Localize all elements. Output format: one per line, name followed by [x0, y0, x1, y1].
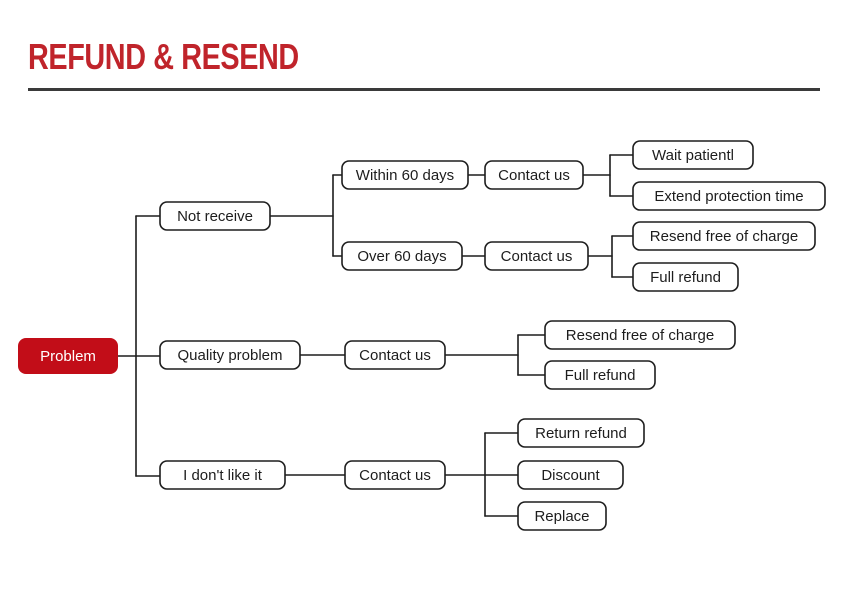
node-box[interactable]: Not receive: [159, 201, 271, 231]
node-shape: [632, 221, 816, 251]
node-box[interactable]: Contact us: [344, 460, 446, 490]
node-label: Quality problem: [177, 347, 282, 364]
node-label: Problem: [40, 348, 96, 365]
node-shape: [544, 320, 736, 350]
node-box[interactable]: Extend protection time: [632, 181, 826, 211]
node-shape: [517, 418, 645, 448]
node-label: Return refund: [535, 425, 627, 442]
node-label: Replace: [534, 508, 589, 525]
node-shape: [344, 340, 446, 370]
node-box[interactable]: Resend free of charge: [544, 320, 736, 350]
node-box[interactable]: Return refund: [517, 418, 645, 448]
node-shape: [517, 501, 607, 531]
node-label: Full refund: [650, 269, 721, 286]
node-box[interactable]: Within 60 days: [341, 160, 469, 190]
node-box[interactable]: Contact us: [484, 160, 584, 190]
node-box[interactable]: Resend free of charge: [632, 221, 816, 251]
node-label: Within 60 days: [356, 167, 454, 184]
node-box[interactable]: Contact us: [344, 340, 446, 370]
node-shape: [159, 460, 286, 490]
node-label: Resend free of charge: [566, 327, 714, 344]
node-label: I don't like it: [183, 467, 263, 484]
connector-layer: [117, 154, 634, 517]
node-shape: [344, 460, 446, 490]
node-label: Resend free of charge: [650, 228, 798, 245]
page-title: REFUND & RESEND: [28, 36, 299, 77]
node-shape: [484, 160, 584, 190]
title-divider: [28, 88, 820, 91]
node-label: Full refund: [565, 367, 636, 384]
node-shape: [632, 140, 754, 170]
node-shape: [159, 201, 271, 231]
node-label: Discount: [541, 467, 600, 484]
node-shape: [341, 160, 469, 190]
node-label: Contact us: [359, 347, 431, 364]
node-box[interactable]: Contact us: [484, 241, 589, 271]
node-box[interactable]: Wait patientl: [632, 140, 754, 170]
node-box[interactable]: Replace: [517, 501, 607, 531]
node-shape: [632, 262, 739, 292]
node-box[interactable]: Discount: [517, 460, 624, 490]
node-shape: [159, 340, 301, 370]
node-box[interactable]: Full refund: [544, 360, 656, 390]
node-box[interactable]: Quality problem: [159, 340, 301, 370]
node-box[interactable]: I don't like it: [159, 460, 286, 490]
node-box[interactable]: Full refund: [632, 262, 739, 292]
node-label: Contact us: [501, 248, 573, 265]
node-shape: [484, 241, 589, 271]
node-label: Extend protection time: [654, 188, 803, 205]
node-shape: [632, 181, 826, 211]
root-node-shape: [18, 338, 118, 374]
node-label: Contact us: [359, 467, 431, 484]
node-shape: [544, 360, 656, 390]
node-label: Over 60 days: [357, 248, 446, 265]
node-label: Not receive: [177, 208, 253, 225]
node-box[interactable]: Over 60 days: [341, 241, 463, 271]
node-shape: [341, 241, 463, 271]
node-shape: [517, 460, 624, 490]
node-root[interactable]: Problem: [18, 338, 118, 374]
node-label: Contact us: [498, 167, 570, 184]
node-label: Wait patientl: [652, 147, 734, 164]
